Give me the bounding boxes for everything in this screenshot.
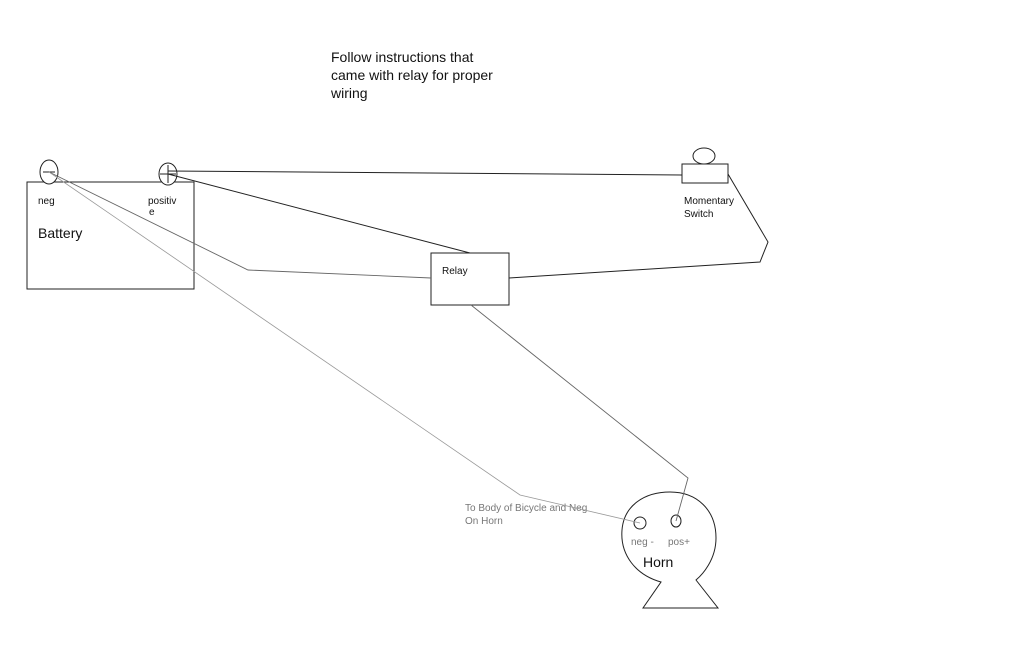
relay: Relay (430, 252, 510, 306)
switch-label-line1: Momentary (684, 196, 734, 207)
wire-relay-to-horn-positive (470, 304, 689, 522)
battery-box (26, 181, 195, 290)
battery-pos-label-line1: positiv (148, 196, 176, 207)
ground-note-line2: On Horn (465, 516, 503, 527)
wire-switch-to-relay (508, 173, 769, 279)
switch-label-line2: Switch (684, 209, 713, 220)
horn-neg-label: neg - (631, 537, 654, 548)
instruction-note-line1: Follow instructions that (331, 49, 474, 65)
wire-neg-to-relay (48, 171, 432, 279)
battery-label: Battery (38, 225, 82, 241)
relay-box (430, 252, 510, 306)
horn-pos-label: pos+ (668, 537, 690, 548)
battery: neg positiv e Battery (26, 159, 195, 290)
switch-button-icon (692, 147, 716, 165)
relay-label: Relay (442, 266, 468, 277)
wire-positive-to-switch (167, 170, 683, 176)
horn: neg - pos+ Horn (621, 491, 720, 609)
wire-neg-to-horn-ground (48, 171, 641, 524)
horn-body (621, 491, 720, 609)
battery-neg-label: neg (38, 196, 55, 207)
switch-body (681, 163, 729, 184)
horn-label: Horn (643, 554, 673, 570)
ground-note-line1: To Body of Bicycle and Neg (465, 503, 587, 514)
wire-positive-to-relay (167, 173, 471, 254)
momentary-switch: Momentary Switch (681, 147, 734, 220)
battery-pos-label-line2: e (149, 207, 155, 218)
instruction-note-line3: wiring (330, 85, 368, 101)
instruction-note-line2: came with relay for proper (331, 67, 493, 83)
